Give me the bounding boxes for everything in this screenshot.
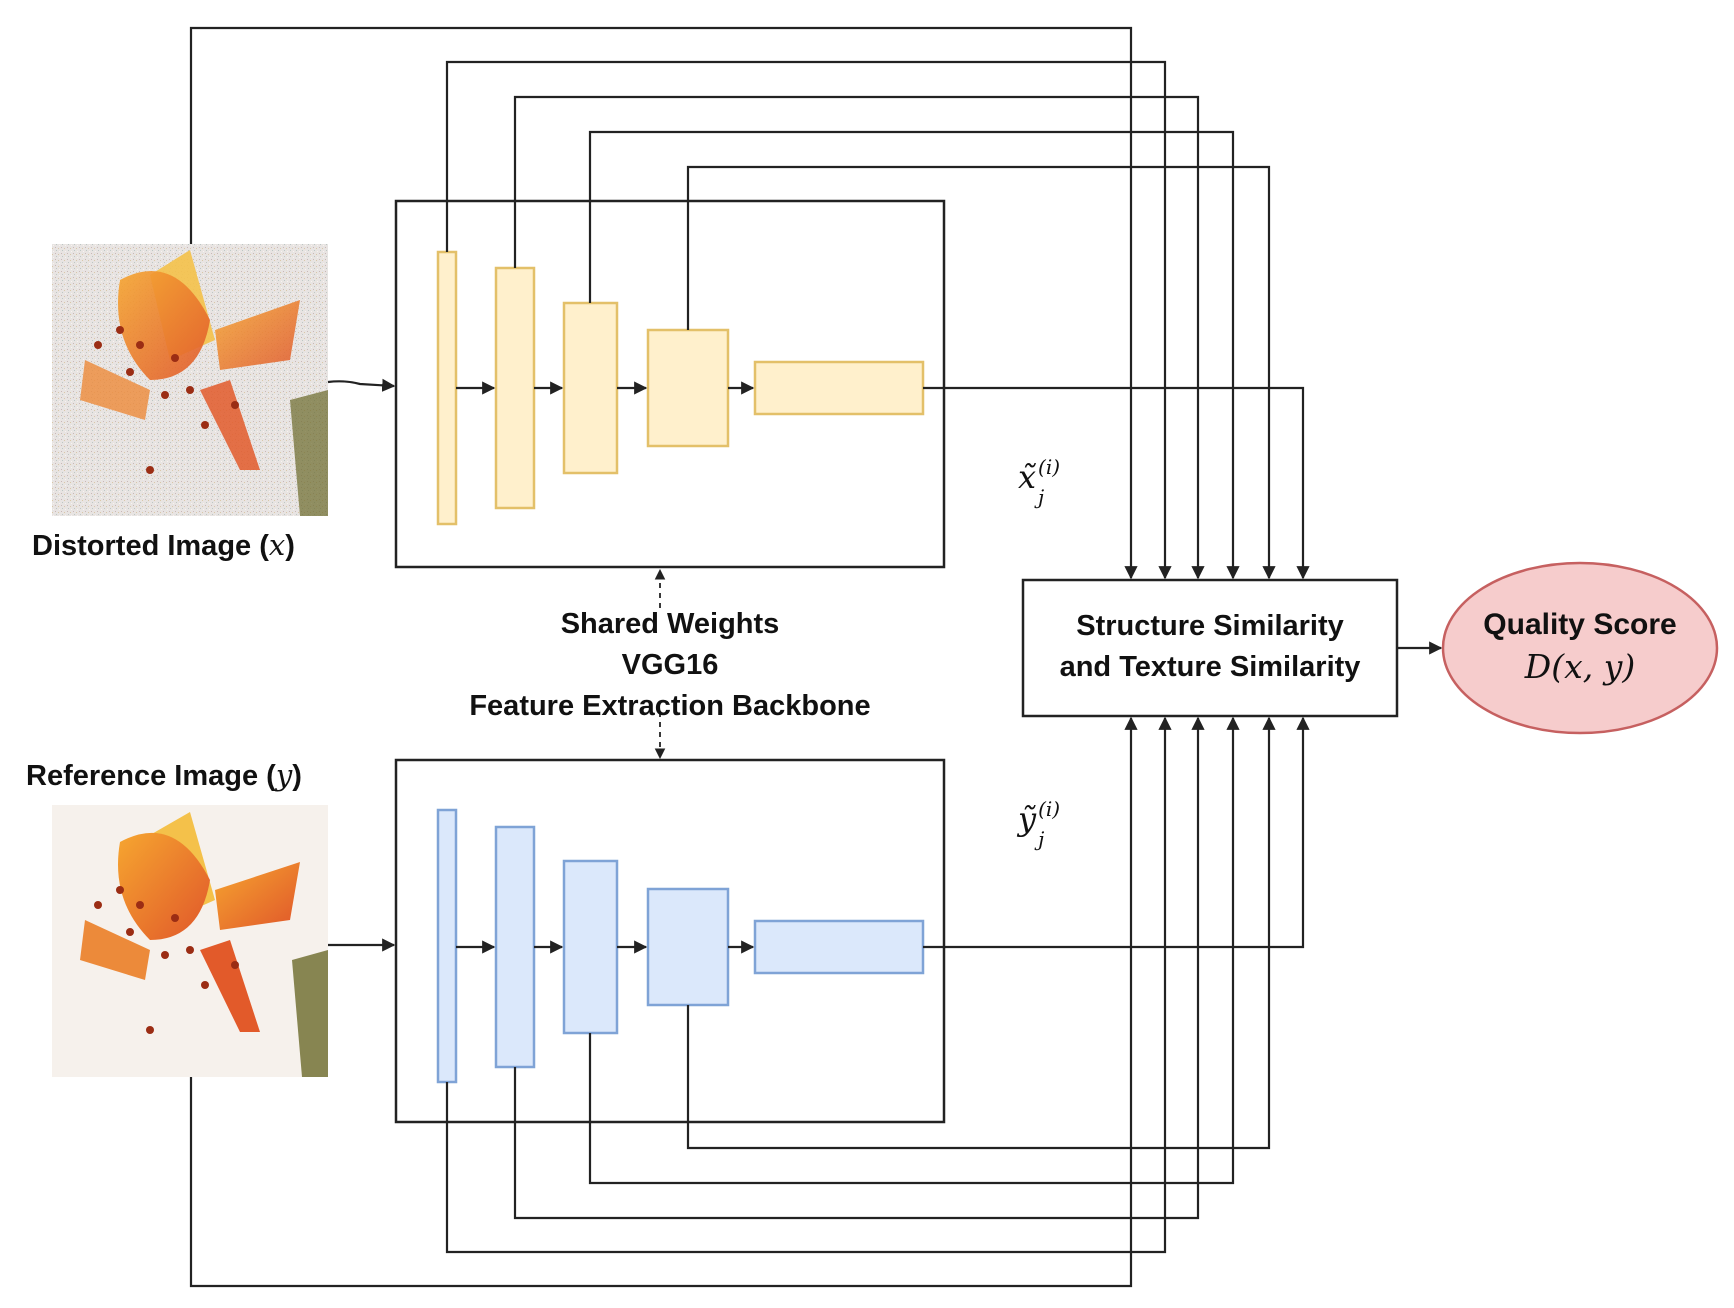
distorted-backbone-box (394, 199, 946, 569)
connection-lines (189, 26, 1443, 1288)
y-feature-label: ỹ (i) j (1018, 797, 1060, 851)
x-feature-symbol: x̃ (1018, 458, 1037, 496)
distorted-layer-2 (494, 266, 536, 510)
reference-layer-1 (436, 808, 458, 1084)
similarity-line-1: Structure Similarity (1076, 610, 1344, 642)
quality-score-title: Quality Score (1483, 608, 1677, 641)
shared-weights-label: Shared Weights VGG16 Feature Extraction … (440, 604, 900, 727)
distorted-layer-4 (646, 328, 730, 448)
distorted-label-text: Distorted Image ( (32, 530, 269, 562)
distorted-layer-5 (753, 360, 925, 416)
reference-layer-5 (753, 919, 925, 975)
reference-layer-2 (494, 825, 536, 1069)
distorted-feature-layers (436, 250, 925, 526)
x-feature-superscript: (i) (1038, 455, 1061, 479)
x-feature-subscript: j (1038, 485, 1045, 509)
distorted-close-paren: ) (285, 530, 295, 562)
reference-layer-4 (646, 887, 730, 1007)
y-feature-symbol: ỹ (1018, 800, 1037, 838)
shared-weights-line-3: Feature Extraction Backbone (469, 690, 871, 722)
shared-weights-line-1: Shared Weights (560, 608, 780, 640)
reference-close-paren: ) (292, 760, 302, 792)
reference-layer-3 (562, 859, 619, 1035)
quality-score-ellipse (1441, 561, 1719, 735)
distorted-variable: x (268, 528, 286, 562)
y-feature-subscript: j (1038, 827, 1045, 851)
reference-backbone-box (394, 758, 946, 1124)
distorted-layer-3 (562, 301, 619, 475)
quality-score-label: Quality Score D(x, y) (1443, 604, 1717, 688)
reference-feature-layers (436, 808, 925, 1084)
reference-image-label: Reference Image (y) (26, 758, 302, 793)
similarity-line-2: and Texture Similarity (1059, 651, 1361, 683)
shared-weights-line-2: VGG16 (621, 649, 719, 681)
distorted-image-label: Distorted Image (x) (32, 528, 295, 563)
similarity-label: Structure Similarity and Texture Similar… (1023, 606, 1397, 688)
distorted-image (52, 244, 328, 516)
distorted-layer-1 (436, 250, 458, 526)
reference-image (52, 805, 328, 1077)
quality-score-formula: D(x, y) (1524, 647, 1636, 686)
reference-variable: y (275, 758, 293, 792)
y-feature-superscript: (i) (1038, 797, 1061, 821)
reference-label-text: Reference Image ( (26, 760, 276, 792)
x-feature-label: x̃ (i) j (1018, 455, 1060, 509)
